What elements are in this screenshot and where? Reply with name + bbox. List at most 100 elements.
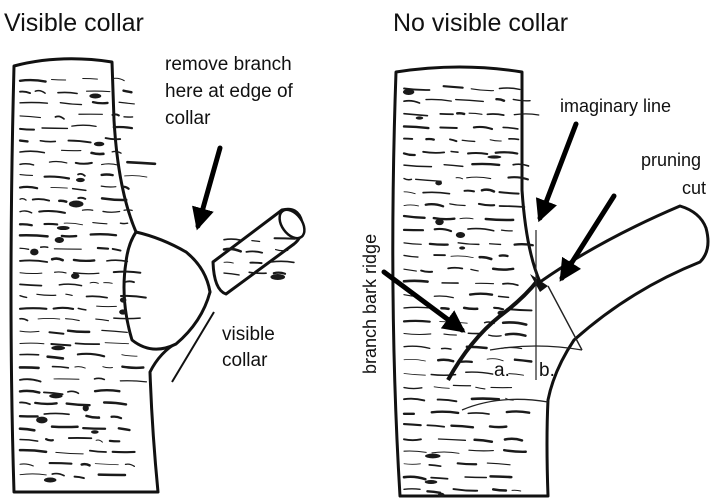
bark-lenticel xyxy=(435,181,442,186)
bark-stroke xyxy=(125,281,134,282)
bark-stroke xyxy=(20,367,39,368)
bark-lenticel xyxy=(44,477,57,482)
bark-stroke xyxy=(124,91,132,93)
bark-stroke xyxy=(514,114,538,115)
bark-stroke xyxy=(441,308,448,309)
visible-collar-note: visible collar xyxy=(222,324,280,371)
bark-lenticel xyxy=(119,309,127,314)
bark-stroke xyxy=(490,244,501,245)
bark-stroke xyxy=(59,201,66,202)
bark-lenticel xyxy=(91,430,99,433)
bark-stroke xyxy=(442,348,451,349)
bark-lenticel xyxy=(69,201,84,208)
angle-b-label: b. xyxy=(539,360,555,381)
bark-stroke xyxy=(125,176,147,177)
bark-stroke xyxy=(46,439,53,440)
bark-stroke xyxy=(472,164,499,165)
bark-stroke xyxy=(76,163,92,164)
bark-lenticel xyxy=(459,246,465,249)
bark-stroke xyxy=(451,151,458,152)
bark-stroke xyxy=(113,114,119,115)
bark-stroke xyxy=(82,464,90,465)
bark-stroke xyxy=(438,360,453,361)
bark-stroke xyxy=(434,218,455,219)
bark-stroke xyxy=(404,424,421,425)
angle-a-label: a. xyxy=(494,360,510,381)
bark-stroke xyxy=(106,138,121,139)
bark-stroke xyxy=(500,206,525,207)
bark-stroke xyxy=(102,174,113,175)
bark-lenticel xyxy=(36,417,47,424)
bark-stroke xyxy=(114,272,141,273)
bark-stroke xyxy=(44,413,69,414)
bark-stroke xyxy=(465,477,486,478)
bark-stroke xyxy=(92,153,104,154)
bark-stroke xyxy=(119,102,134,104)
bark-stroke xyxy=(40,141,55,142)
bark-stroke xyxy=(252,241,260,242)
bark-stroke xyxy=(20,141,28,142)
bark-stroke xyxy=(127,162,155,164)
bark-stroke xyxy=(457,113,464,114)
bark-stroke xyxy=(20,235,48,236)
bark-stroke xyxy=(491,476,512,477)
bark-stroke xyxy=(48,357,63,359)
bark-stroke xyxy=(426,139,433,140)
bark-lenticel xyxy=(435,219,443,225)
bark-lenticel xyxy=(94,142,105,147)
bark-stroke xyxy=(431,478,447,479)
bark-stroke xyxy=(509,139,518,140)
bark-stroke xyxy=(50,463,72,464)
bark-stroke xyxy=(98,248,108,249)
bark-stroke xyxy=(68,331,89,332)
bark-stroke xyxy=(496,152,518,153)
bark-stroke xyxy=(74,260,94,261)
bark-stroke xyxy=(44,224,57,225)
bark-lenticel xyxy=(57,226,70,230)
bark-lenticel xyxy=(30,249,38,256)
bark-stroke xyxy=(468,153,487,154)
bark-stroke xyxy=(515,244,533,245)
bark-stroke xyxy=(20,308,46,309)
bark-stroke xyxy=(427,491,440,493)
bark-lenticel xyxy=(49,394,62,399)
bark-stroke xyxy=(124,210,132,211)
bark-stroke xyxy=(507,411,529,412)
bark-stroke xyxy=(114,318,140,319)
bark-stroke xyxy=(76,343,100,344)
bark-lenticel xyxy=(438,493,445,498)
bark-stroke xyxy=(93,102,108,103)
bark-stroke xyxy=(114,127,132,128)
bark-lenticel xyxy=(76,178,85,182)
bark-lenticel xyxy=(487,155,501,158)
bark-stroke xyxy=(20,224,32,225)
bark-lenticel xyxy=(270,274,285,280)
bark-stroke xyxy=(35,403,56,404)
bark-lenticel xyxy=(120,297,126,302)
bark-stroke xyxy=(490,426,506,427)
bark-stroke xyxy=(122,367,143,368)
bark-stroke xyxy=(95,390,119,391)
left-collar xyxy=(124,232,210,349)
bark-lenticel xyxy=(403,89,414,95)
bark-stroke xyxy=(440,127,456,128)
bark-stroke xyxy=(91,234,116,235)
bark-lenticel xyxy=(89,93,101,98)
no-visible-collar-panel: No visible collar a. b. imaginary line p… xyxy=(360,9,708,497)
bark-stroke xyxy=(87,91,110,92)
bark-stroke xyxy=(404,439,421,440)
bark-stroke xyxy=(404,321,430,322)
bark-stroke xyxy=(20,129,34,130)
left-panel-title: Visible collar xyxy=(4,9,144,37)
bark-stroke xyxy=(20,103,47,104)
visible-collar-panel: Visible collar remove branch here at edg… xyxy=(4,9,309,492)
bark-stroke xyxy=(458,463,476,464)
bark-lenticel xyxy=(425,454,440,459)
bark-stroke xyxy=(430,244,448,245)
bark-lenticel xyxy=(71,273,79,279)
bark-stroke xyxy=(249,272,266,273)
bark-stroke xyxy=(469,450,493,451)
imaginary-line-arrow xyxy=(540,124,576,218)
bark-stroke xyxy=(78,198,85,199)
